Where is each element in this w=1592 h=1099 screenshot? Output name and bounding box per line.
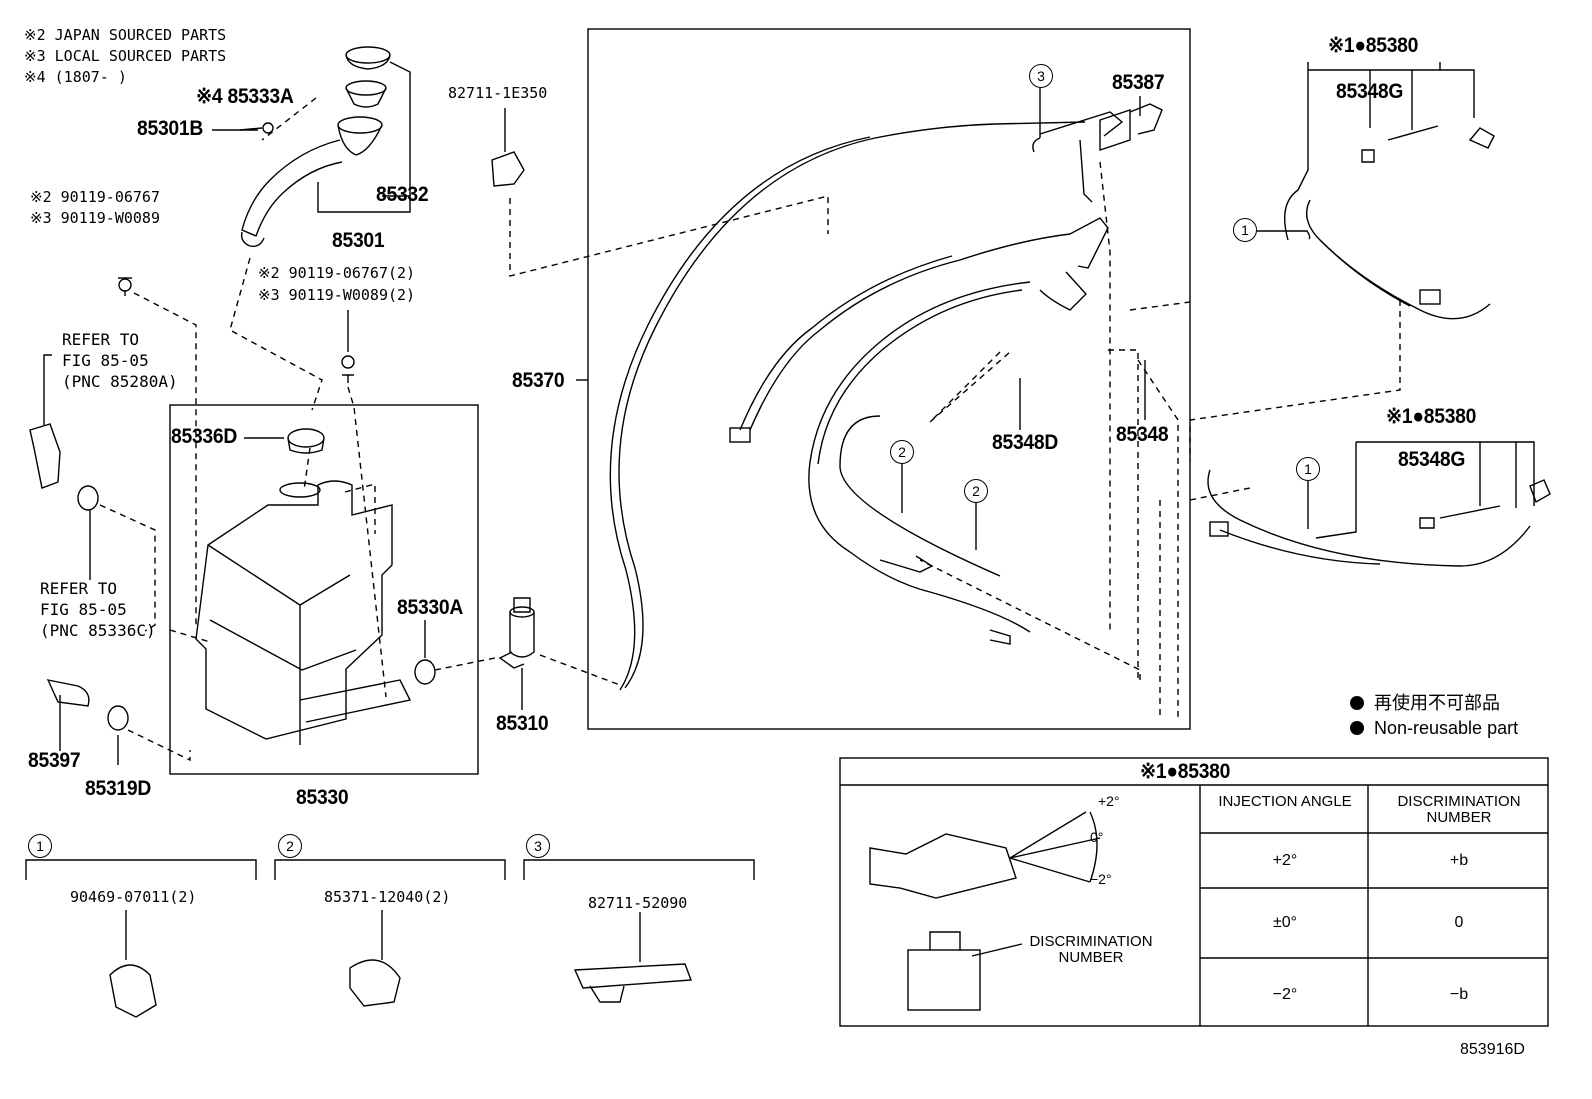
row-angle-zero: ±0° bbox=[1272, 914, 1298, 931]
tank-assembly-frame bbox=[169, 404, 479, 775]
hose-clamp-82711 bbox=[491, 108, 829, 277]
callout-2-bottom: 2 bbox=[278, 834, 302, 858]
table-title: ※1●85380 bbox=[1140, 760, 1231, 783]
label-85310: 85310 bbox=[496, 712, 549, 735]
row-number-plus2: +b bbox=[1449, 852, 1469, 869]
callout-2-b: 2 bbox=[964, 479, 988, 503]
label-85333A: ※4 85333A bbox=[196, 85, 294, 108]
label-85330A: 85330A bbox=[397, 596, 464, 619]
row-angle-plus2: +2° bbox=[1272, 852, 1298, 869]
callout-1-mid: 1 bbox=[1296, 457, 1320, 481]
label-85380-mid: ※1●85380 bbox=[1386, 405, 1477, 428]
label-85348G-mid: 85348G bbox=[1398, 448, 1466, 471]
diagram-label-plus2: +2° bbox=[1098, 793, 1120, 809]
label-bolt2-jp: ※2 90119-06767(2) bbox=[258, 264, 416, 282]
label-82711-1E350: 82711-1E350 bbox=[448, 84, 548, 102]
bolt-part-2 bbox=[341, 310, 387, 698]
label-bolt-jp: ※2 90119-06767 bbox=[30, 188, 160, 206]
diagram-id: 853916D bbox=[1460, 1041, 1525, 1058]
label-clip2: 85371-12040(2) bbox=[324, 888, 451, 906]
label-85348: 85348 bbox=[1116, 423, 1169, 446]
row-number-zero: 0 bbox=[1454, 914, 1464, 931]
label-85348G-top: 85348G bbox=[1336, 80, 1404, 103]
grommet-85330A bbox=[414, 620, 496, 685]
callout-2-a: 2 bbox=[890, 440, 914, 464]
label-clip3: 82711-52090 bbox=[588, 894, 688, 912]
callout-1-bottom: 1 bbox=[28, 834, 52, 858]
row-number-minus2: −b bbox=[1449, 986, 1469, 1003]
bolt-part bbox=[118, 277, 197, 625]
label-85380-top: ※1●85380 bbox=[1328, 34, 1419, 57]
refer2-line1: REFER TO bbox=[40, 579, 118, 598]
callout-3: 3 bbox=[1029, 64, 1053, 88]
hose-assembly bbox=[609, 103, 1191, 718]
label-85336D: 85336D bbox=[171, 425, 238, 448]
washer-tank bbox=[195, 257, 412, 745]
label-85387: 85387 bbox=[1112, 71, 1165, 94]
callout-1-top: 1 bbox=[1233, 218, 1257, 242]
label-85397: 85397 bbox=[28, 749, 81, 772]
callout-3-leader bbox=[1032, 88, 1041, 153]
legend-english: Non-reusable part bbox=[1350, 719, 1518, 737]
label-bolt-local: ※3 90119-W0089 bbox=[30, 209, 160, 227]
table-header-number: DISCRIMINATION NUMBER bbox=[1397, 793, 1521, 826]
refer1-line3: (PNC 85280A) bbox=[62, 372, 178, 391]
nozzle-assembly-top bbox=[1189, 69, 1495, 460]
label-85319D: 85319D bbox=[85, 777, 152, 800]
washer-pump bbox=[498, 597, 621, 710]
inlet-cap-group bbox=[239, 46, 411, 248]
note-japan-sourced: ※2 JAPAN SOURCED PARTS bbox=[24, 26, 227, 44]
table-header-angle: INJECTION ANGLE bbox=[1218, 793, 1352, 810]
label-85301B: 85301B bbox=[137, 117, 204, 140]
note-date-range: ※4 (1807- ) bbox=[24, 68, 127, 86]
label-85332: 85332 bbox=[376, 183, 429, 206]
legend-japanese: 再使用不可部品 bbox=[1350, 694, 1500, 712]
label-clip1: 90469-07011(2) bbox=[70, 888, 197, 906]
refer1-line1: REFER TO bbox=[62, 330, 140, 349]
legend-dot-icon bbox=[1350, 721, 1364, 735]
label-bolt2-local: ※3 90119-W0089(2) bbox=[258, 286, 416, 304]
label-85330: 85330 bbox=[296, 786, 349, 809]
legend-dot-icon bbox=[1350, 696, 1364, 710]
injection-angle-table bbox=[839, 757, 1549, 1027]
label-85370: 85370 bbox=[512, 369, 565, 392]
label-85301: 85301 bbox=[332, 229, 385, 252]
nozzle-assembly-mid bbox=[1159, 441, 1551, 720]
clip-brackets bbox=[25, 859, 755, 1018]
refer2-line2: FIG 85-05 bbox=[40, 600, 127, 619]
diagram-label-minus2: −2° bbox=[1090, 871, 1112, 887]
diagram-label-discrimination: DISCRIMINATION NUMBER bbox=[1029, 933, 1153, 966]
note-local-sourced: ※3 LOCAL SOURCED PARTS bbox=[24, 47, 227, 65]
label-85348D: 85348D bbox=[992, 431, 1059, 454]
diagram-label-zero: 0° bbox=[1090, 829, 1104, 845]
row-angle-minus2: −2° bbox=[1272, 986, 1298, 1003]
left-reference-parts bbox=[29, 354, 211, 765]
hose-assembly-frame bbox=[587, 28, 1191, 730]
callout-3-bottom: 3 bbox=[526, 834, 550, 858]
refer1-line2: FIG 85-05 bbox=[62, 351, 149, 370]
callout-1-leader-top bbox=[1257, 230, 1311, 240]
callout-2-leaders bbox=[901, 463, 977, 550]
leader-85380-top bbox=[1307, 62, 1441, 70]
refer2-line3: (PNC 85336C) bbox=[40, 621, 156, 640]
